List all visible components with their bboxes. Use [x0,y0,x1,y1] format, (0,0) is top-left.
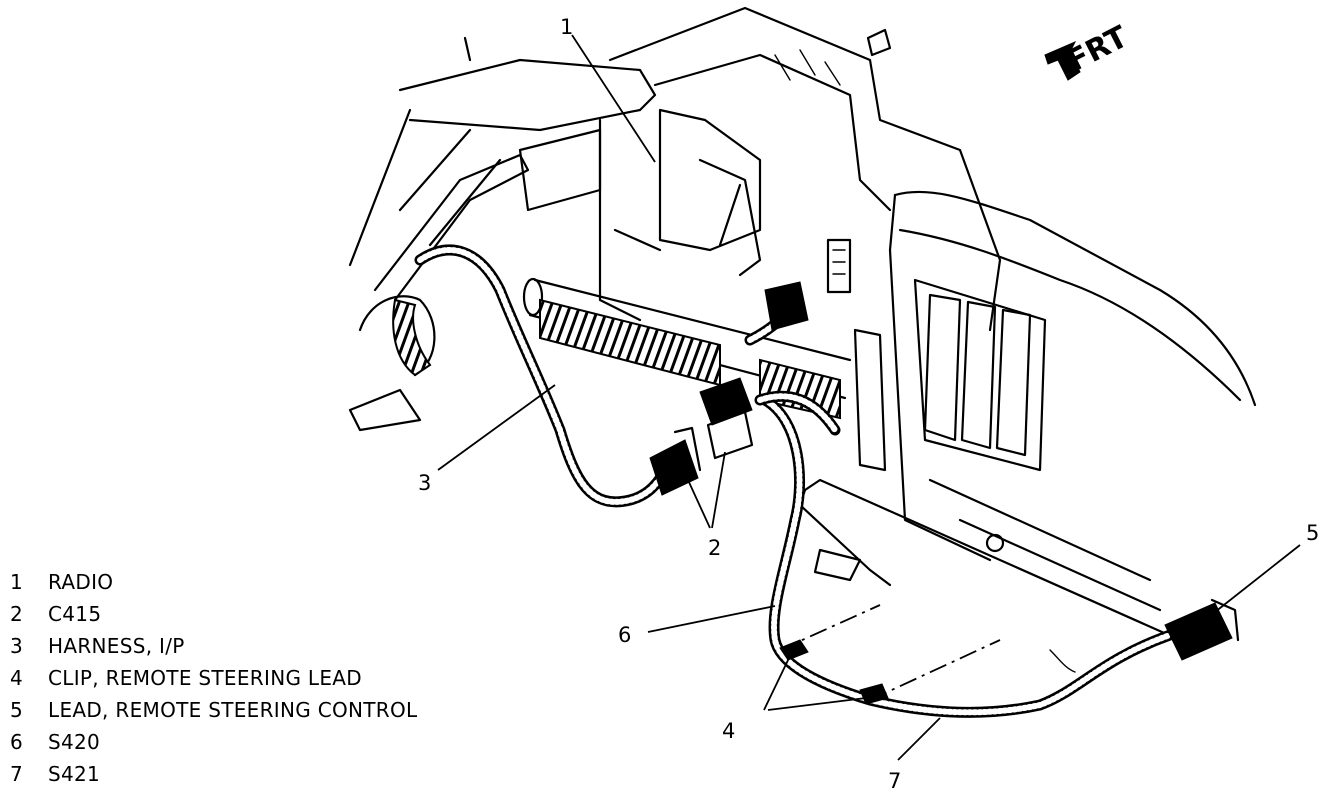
cross-car-beam [522,277,852,420]
steering-lead-clips [779,639,889,705]
legend-item: 6 S420 [10,726,470,758]
legend-label: HARNESS, I/P [48,634,185,658]
callout-1: 1 [560,15,573,39]
legend-number: 2 [10,602,24,626]
legend-label: S421 [48,762,101,786]
legend-item: 2 C415 [10,598,470,630]
right-dash-structure [853,190,1257,612]
legend-number: 7 [10,762,24,786]
legend-item: 4 CLIP, REMOTE STEERING LEAD [10,662,470,694]
front-direction-label: FRT [1062,19,1134,79]
lower-panel [779,478,1182,701]
callout-numbers: 1 2 3 4 5 6 7 [418,15,1319,793]
steering-lead-connector [1164,598,1240,661]
legend-number: 5 [10,698,24,722]
legend-number: 6 [10,730,24,754]
connector-c415 [649,281,809,496]
callout-6: 6 [618,623,631,647]
legend-label: RADIO [48,570,114,594]
front-direction-arrow: FRT [1044,19,1134,81]
legend-item: 3 HARNESS, I/P [10,630,470,662]
callout-3: 3 [418,471,431,495]
legend-number: 4 [10,666,24,690]
ip-harness [414,244,796,508]
callout-2: 2 [708,536,721,560]
left-dash-structure [348,36,657,432]
legend-label: S420 [48,730,101,754]
leader-lines [437,34,1301,761]
legend-number: 3 [10,634,24,658]
legend-number: 1 [10,570,24,594]
legend-item: 5 LEAD, REMOTE STEERING CONTROL [10,694,470,726]
callout-5: 5 [1306,521,1319,545]
callout-4: 4 [722,719,735,743]
radio-illustration [598,6,1002,332]
legend: 1 RADIO 2 C415 3 HARNESS, I/P 4 CLIP, RE… [10,566,470,790]
legend-label: CLIP, REMOTE STEERING LEAD [48,666,362,690]
legend-item: 1 RADIO [10,566,470,598]
legend-item: 7 S421 [10,758,470,790]
legend-label: LEAD, REMOTE STEERING CONTROL [48,698,418,722]
remote-steering-lead [754,390,1176,718]
callout-7: 7 [888,769,901,793]
legend-label: C415 [48,602,102,626]
